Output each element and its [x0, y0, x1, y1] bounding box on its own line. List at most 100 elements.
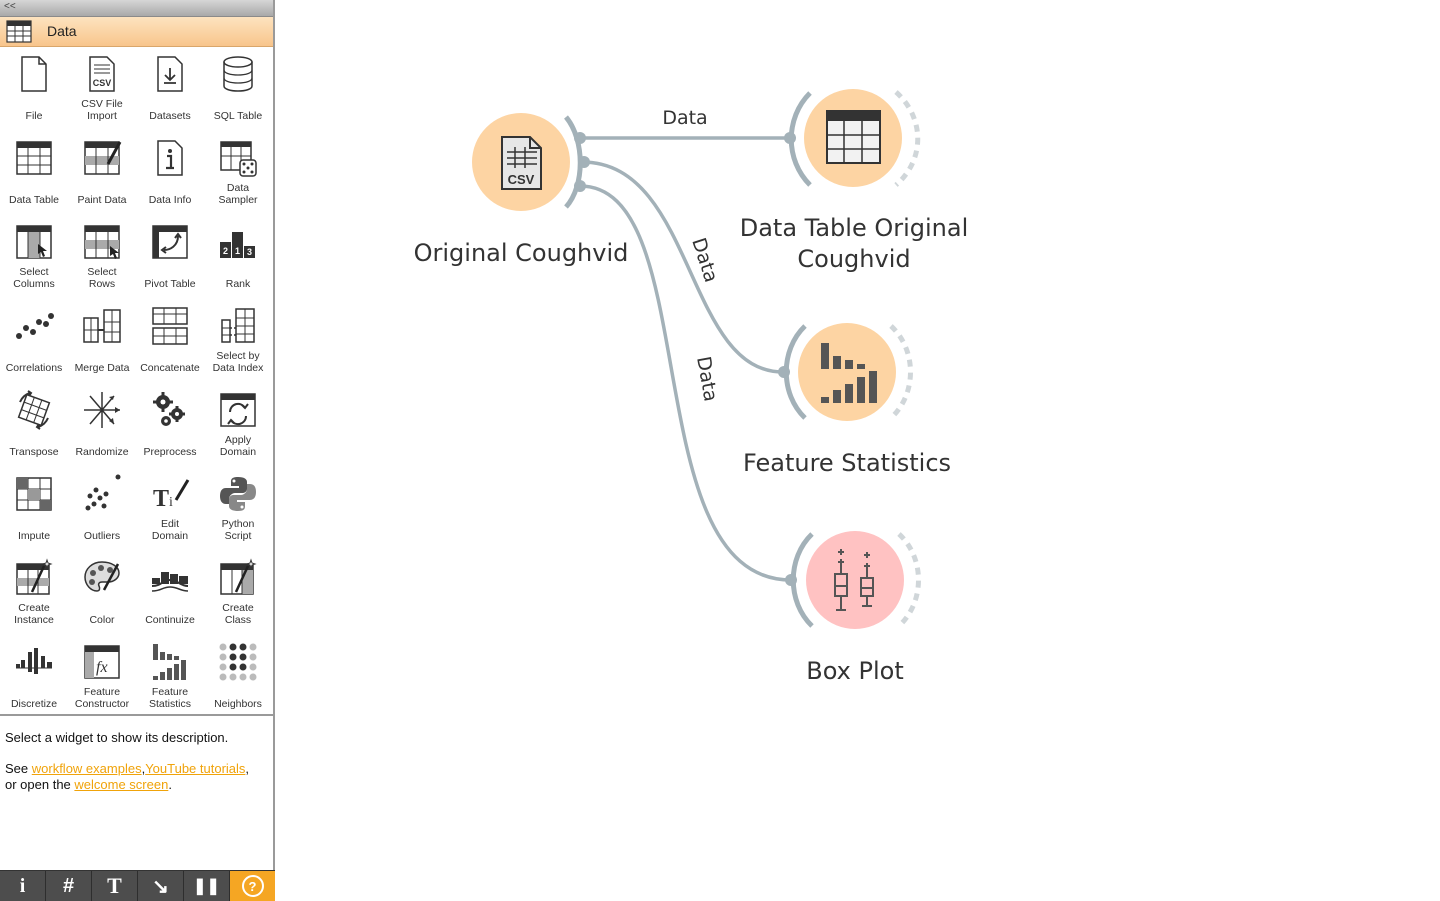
widget-correlations[interactable]: Correlations — [0, 298, 68, 382]
widget-paint-data[interactable]: Paint Data — [68, 130, 136, 214]
merge-data-icon — [83, 309, 121, 343]
widget-label: Feature Constructor — [74, 686, 130, 710]
node-data-table[interactable] — [784, 89, 921, 187]
widget-label: Correlations — [5, 362, 63, 374]
widget-pivot-table[interactable]: Pivot Table — [136, 214, 204, 298]
widget-sql-table[interactable]: SQL Table — [204, 46, 272, 130]
widget-label: Data Table — [8, 194, 59, 206]
widget-data-table[interactable]: Data Table — [0, 130, 68, 214]
widget-continuize[interactable]: Continuize — [136, 550, 204, 634]
node-feature-statistics[interactable] — [778, 323, 913, 421]
widget-data-info[interactable]: Data Info — [136, 130, 204, 214]
widget-impute[interactable]: Impute — [0, 466, 68, 550]
widget-preprocess[interactable]: Preprocess — [136, 382, 204, 466]
node-original-coughvid[interactable]: CSV — [472, 113, 590, 211]
csv-file-icon: CSV — [501, 136, 542, 190]
widget-feature-statistics[interactable]: Feature Statistics — [136, 634, 204, 712]
workflow-graph: Data Data Data CSV — [472, 89, 921, 629]
help-button[interactable]: ? — [230, 871, 275, 901]
widget-select-columns[interactable]: Select Columns — [0, 214, 68, 298]
widget-label: Impute — [17, 530, 51, 542]
grid-button[interactable]: # — [46, 871, 92, 901]
svg-text:3: 3 — [247, 247, 252, 257]
svg-text:T: T — [153, 486, 169, 512]
widget-grid: File CSV CSV File Import Datasets SQL Ta… — [0, 46, 273, 712]
table-icon — [6, 20, 32, 43]
widget-feature-constructor[interactable]: fx Feature Constructor — [68, 634, 136, 712]
or-open-text: or open the — [5, 777, 75, 792]
node-title-feature-statistics[interactable]: Feature Statistics — [742, 449, 952, 477]
datasets-icon — [157, 56, 183, 92]
widget-label: Transpose — [9, 446, 59, 458]
select-rows-icon — [84, 225, 120, 259]
create-instance-icon — [16, 558, 53, 595]
widget-label: Neighbors — [214, 698, 262, 710]
concatenate-icon — [152, 307, 188, 345]
pause-button[interactable]: ❚❚ — [184, 871, 230, 901]
data-table-icon — [826, 110, 881, 164]
neighbors-icon — [219, 643, 257, 681]
discretize-icon — [16, 648, 52, 674]
widget-label: Select Rows — [87, 266, 117, 290]
info-icon — [157, 140, 183, 176]
info-button[interactable]: i — [0, 871, 46, 901]
create-class-icon — [220, 558, 257, 595]
link-label: Data — [662, 107, 707, 129]
text-annotation-button[interactable]: T — [92, 871, 138, 901]
widget-file[interactable]: File — [0, 46, 68, 130]
widget-discretize[interactable]: Discretize — [0, 634, 68, 712]
widget-data-sampler[interactable]: Data Sampler — [204, 130, 272, 214]
svg-text:CSV: CSV — [508, 172, 535, 187]
welcome-screen-link[interactable]: welcome screen — [74, 777, 169, 792]
svg-text:CSV: CSV — [93, 78, 112, 88]
widget-apply-domain[interactable]: Apply Domain — [204, 382, 272, 466]
widget-neighbors[interactable]: Neighbors — [204, 634, 272, 712]
apply-domain-icon — [220, 393, 256, 427]
transpose-icon — [17, 390, 51, 430]
widget-description-panel: Select a widget to show its description.… — [0, 714, 273, 872]
widget-color[interactable]: Color — [68, 550, 136, 634]
database-icon — [223, 56, 253, 92]
widget-label: Select by Data Index — [212, 350, 264, 374]
bottom-toolbar: i # T ↘ ❚❚ ? — [0, 870, 275, 901]
widget-label: Edit Domain — [151, 518, 189, 542]
collapse-toolbox-bar[interactable]: << — [0, 0, 273, 17]
node-box-plot[interactable] — [785, 531, 921, 629]
node-title-data-table[interactable]: Data Table Original Coughvid — [739, 214, 969, 273]
widget-python-script[interactable]: Python Script — [204, 466, 272, 550]
select-columns-icon — [16, 225, 52, 259]
widget-select-by-data-index[interactable]: Select by Data Index — [204, 298, 272, 382]
widget-create-instance[interactable]: Create Instance — [0, 550, 68, 634]
workflow-canvas[interactable]: Data Data Data CSV — [275, 0, 1440, 900]
widget-label: Continuize — [145, 614, 195, 626]
widget-label: Paint Data — [77, 194, 127, 206]
widget-create-class[interactable]: Create Class — [204, 550, 272, 634]
widget-outliers[interactable]: Outliers — [68, 466, 136, 550]
widget-select-rows[interactable]: Select Rows — [68, 214, 136, 298]
help-icon: ? — [241, 875, 264, 897]
node-title-box-plot[interactable]: Box Plot — [806, 657, 904, 685]
widget-label: Merge Data — [74, 362, 130, 374]
arrow-annotation-button[interactable]: ↘ — [138, 871, 184, 901]
widget-concatenate[interactable]: Concatenate — [136, 298, 204, 382]
widget-datasets[interactable]: Datasets — [136, 46, 204, 130]
widget-transpose[interactable]: Transpose — [0, 382, 68, 466]
widget-label: Feature Statistics — [148, 686, 191, 710]
widget-merge-data[interactable]: Merge Data — [68, 298, 136, 382]
workflow-examples-link[interactable]: workflow examples — [31, 761, 142, 776]
widget-label: Outliers — [83, 530, 121, 542]
widget-csv-file-import[interactable]: CSV CSV File Import — [68, 46, 136, 130]
palette-icon — [84, 561, 120, 592]
collapse-icon[interactable]: << — [4, 1, 16, 12]
widget-randomize[interactable]: Randomize — [68, 382, 136, 466]
widget-label: Python Script — [221, 518, 255, 542]
node-title-original-coughvid[interactable]: Original Coughvid — [413, 239, 629, 267]
widget-label: File — [25, 110, 43, 122]
feature-statistics-icon — [153, 644, 186, 680]
data-table-icon — [16, 141, 52, 175]
category-header-data[interactable]: Data — [0, 17, 273, 47]
youtube-tutorials-link[interactable]: YouTube tutorials — [145, 761, 246, 776]
